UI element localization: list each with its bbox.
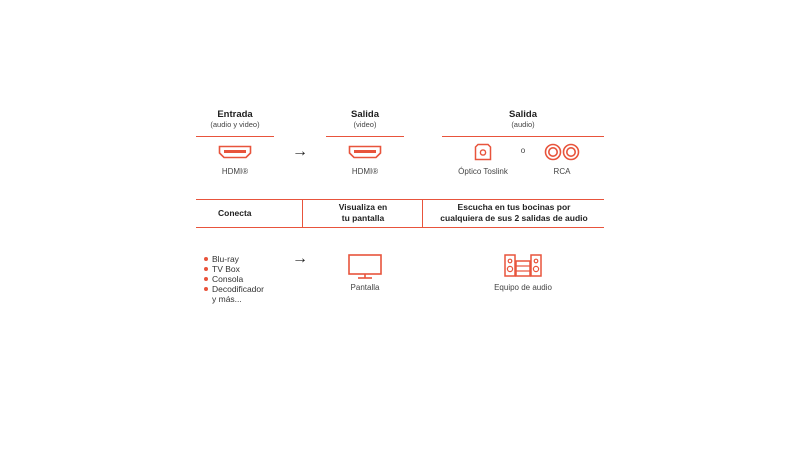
audio-output-title: Salida [509, 109, 537, 120]
list-item: Decodificador [204, 284, 264, 294]
input-header-rule [196, 136, 274, 137]
input-header: Entrada (audio y video) [196, 109, 274, 129]
rca-jacks-icon [544, 143, 580, 161]
list-item: TV Box [204, 264, 264, 274]
hdmi-port-icon [348, 145, 382, 159]
listen-label-line-1: Escucha en tus bocinas por [457, 202, 571, 212]
hdmi-port-icon [218, 145, 252, 159]
audio-output-subtitle: (audio) [511, 120, 535, 129]
screen-label: Pantalla [350, 283, 380, 292]
arrow-right-icon: → [292, 143, 308, 160]
band-top-rule [196, 199, 604, 200]
devices-list: Blu-ray TV Box Consola Decodificador y m… [204, 254, 264, 304]
video-output-title: Salida [351, 109, 379, 120]
audio-output-header: Salida (audio) [442, 109, 604, 129]
view-label-line-2: tu pantalla [341, 213, 385, 223]
list-item: Blu-ray [204, 254, 264, 264]
video-output-header: Salida (video) [326, 109, 404, 129]
rca-label: RCA [553, 167, 571, 176]
input-connector-label: HDMI® [221, 167, 249, 176]
view-label-line-1: Visualiza en [338, 202, 388, 212]
connect-label: Conecta [218, 208, 252, 218]
audio-output-header-rule [442, 136, 604, 137]
or-label: o [520, 146, 526, 155]
video-output-subtitle: (video) [353, 120, 377, 129]
list-item-more: y más... [212, 294, 242, 304]
input-subtitle: (audio y video) [210, 120, 260, 129]
audio-system-label: Equipo de audio [494, 283, 552, 292]
video-output-header-rule [326, 136, 404, 137]
view-label: Visualiza en tu pantalla [304, 202, 422, 224]
list-item: Consola [204, 274, 264, 284]
input-title: Entrada [217, 109, 253, 120]
tv-screen-icon [348, 254, 382, 280]
video-output-connector-label: HDMI® [351, 167, 379, 176]
optical-label: Óptico Toslink [458, 167, 508, 176]
listen-label-line-2: cualquiera de sus 2 salidas de audio [440, 213, 588, 223]
optical-toslink-icon [474, 143, 492, 161]
listen-label: Escucha en tus bocinas por cualquiera de… [424, 202, 604, 224]
band-divider-2 [422, 199, 423, 228]
stereo-system-icon [504, 253, 542, 277]
band-divider-1 [302, 199, 303, 228]
arrow-right-icon: → [292, 250, 308, 267]
band-bottom-rule [196, 227, 604, 228]
